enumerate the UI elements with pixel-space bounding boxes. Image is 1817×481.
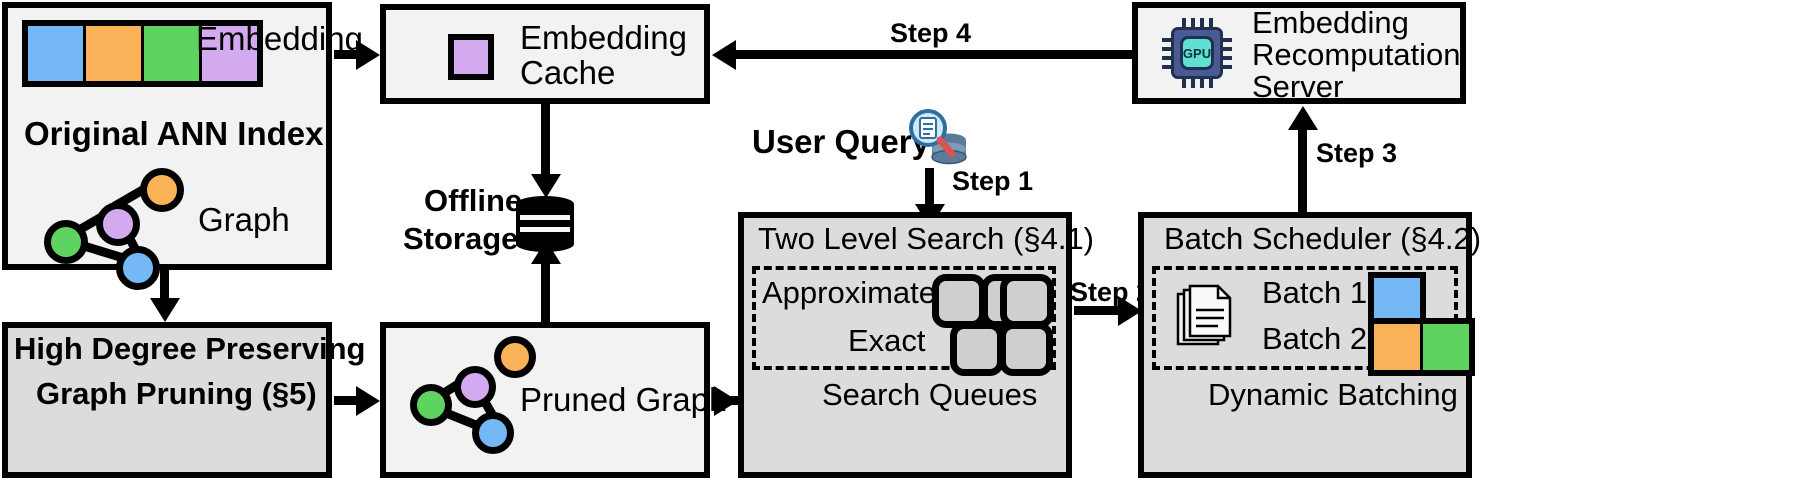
arrow-line-step4 [730, 50, 1132, 59]
recomputation-server-line1: Embedding [1252, 5, 1409, 40]
original-index-graph [40, 168, 200, 290]
exact-queue-slot[interactable] [999, 322, 1053, 376]
pruned-node-blue [472, 412, 514, 454]
graph-node-green [44, 220, 88, 264]
offline-storage-line2: Storage [403, 221, 519, 256]
arrow-line-pruning-to-pruned [334, 396, 360, 405]
embedding-swatch-green [144, 26, 202, 81]
arrow-line-index-to-pruning [160, 270, 169, 302]
panel-two-level-search [738, 212, 1072, 478]
approximate-row-label: Approximate [762, 275, 937, 310]
search-queues-dashed-region [752, 266, 1056, 370]
arrow-line-pruned-to-storage [541, 262, 550, 324]
arrow-line-index-to-cache [334, 50, 360, 59]
arrow-line-step1 [925, 168, 934, 208]
arrow-head-step3 [1288, 106, 1318, 130]
batch-2-swatch-orange [1374, 324, 1423, 370]
step1-label: Step 1 [952, 166, 1034, 196]
embedding-swatch-strip [22, 20, 263, 87]
arrow-head-pruning-to-pruned [356, 386, 380, 416]
arrow-head-cache-to-storage [531, 174, 561, 198]
exact-row-label: Exact [848, 323, 926, 358]
batch-scheduler-title: Batch Scheduler (§4.2) [1164, 221, 1482, 256]
batch-2-swatch-green [1423, 324, 1469, 370]
embedding-cache-swatch [448, 34, 494, 80]
two-level-search-title: Two Level Search (§4.1) [758, 221, 1095, 256]
graph-pruning-line2: Graph Pruning (§5) [36, 376, 317, 411]
recomputation-server-line3: Server [1252, 69, 1344, 104]
approximate-queue-slot[interactable] [932, 274, 986, 328]
embedding-cache-line1: Embedding [520, 19, 687, 56]
graph-pruning-line1: High Degree Preserving [14, 331, 366, 366]
panel-recomputation-server [1132, 2, 1466, 104]
graph-label: Graph [198, 201, 290, 238]
panel-graph-pruning [2, 322, 332, 478]
batch-2-swatches [1368, 318, 1475, 376]
step4-label: Step 4 [890, 18, 972, 48]
step3-label: Step 3 [1316, 138, 1398, 168]
graph-node-purple [96, 202, 140, 246]
arrow-head-index-to-cache [356, 40, 380, 70]
pruned-node-green [410, 384, 452, 426]
batch-2-label: Batch 2 [1262, 321, 1368, 356]
embedding-swatch-blue [28, 26, 86, 81]
query-search-database-icon [909, 109, 967, 165]
batch-1-label: Batch 1 [1262, 275, 1368, 310]
pruned-graph-label: Pruned Graph [520, 381, 728, 418]
batch-1-swatch-blue [1374, 278, 1420, 324]
gpu-chip-core-label: GPU [1180, 36, 1214, 70]
pruned-node-purple [454, 366, 496, 408]
recomputation-server-line2: Recomputation [1252, 37, 1461, 72]
arrow-head-index-to-pruning [150, 298, 180, 322]
embedding-swatch-purple [202, 26, 257, 81]
panel-pruned-graph [380, 322, 710, 478]
pruned-node-orange [494, 336, 536, 378]
graph-node-blue [116, 246, 160, 290]
arrow-head-step4 [712, 40, 736, 70]
graph-node-orange [140, 168, 184, 212]
arrow-head-pruned-to-search [714, 386, 738, 416]
exact-queue-slot[interactable] [950, 322, 1004, 376]
pruned-graph [408, 336, 548, 456]
dynamic-batching-footer: Dynamic Batching [1208, 377, 1458, 412]
gpu-chip-icon: GPU [1158, 14, 1236, 92]
search-queues-footer: Search Queues [822, 377, 1038, 412]
arrow-line-cache-to-storage [541, 104, 550, 178]
original-ann-index-title: Original ANN Index [24, 115, 324, 152]
arrow-line-step2 [1074, 306, 1130, 315]
arrow-line-step3 [1298, 128, 1307, 212]
panel-embedding-cache [380, 4, 710, 104]
approximate-queue-slot[interactable] [1000, 274, 1054, 328]
documents-icon [1176, 284, 1232, 346]
database-cylinder-icon [516, 196, 574, 252]
offline-storage-line1: Offline [424, 183, 523, 218]
embedding-swatch-orange [86, 26, 144, 81]
embedding-cache-line2: Cache [520, 54, 616, 91]
